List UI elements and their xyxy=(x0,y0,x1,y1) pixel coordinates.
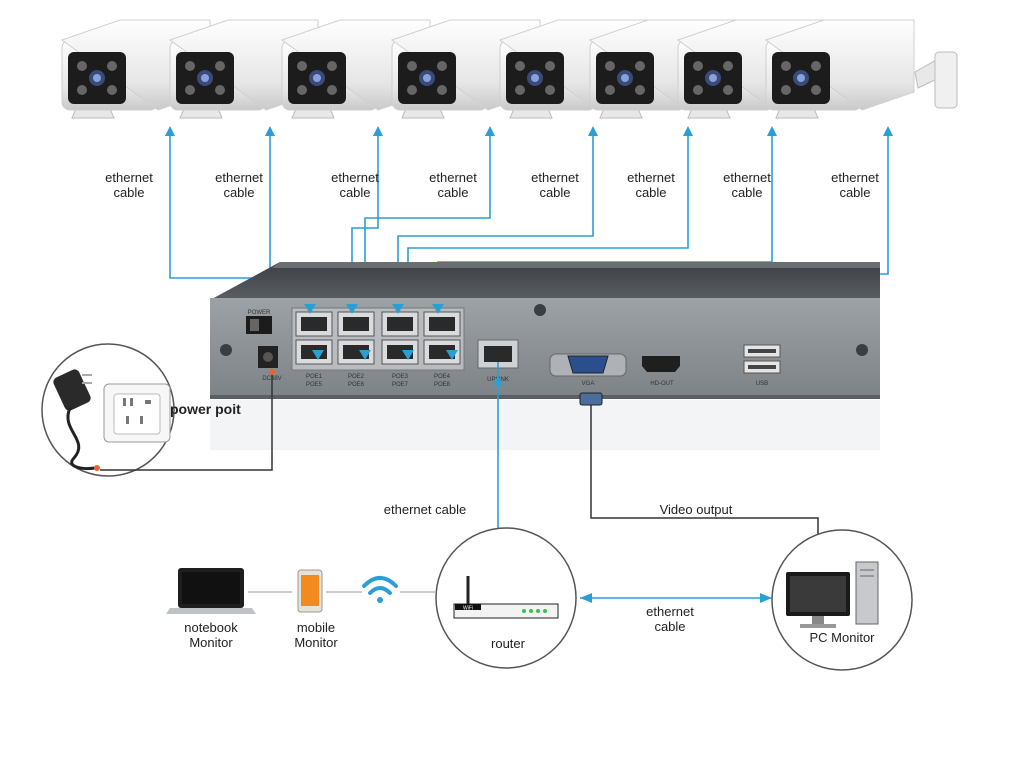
vga-label: VGA xyxy=(582,381,595,387)
wifi-badge: WiFi xyxy=(463,606,473,612)
camera-8-icon xyxy=(764,19,915,119)
pc-monitor-label: PC Monitor xyxy=(809,630,875,645)
camera-wall-mount xyxy=(914,51,958,109)
router-inset: WiFi xyxy=(435,527,577,669)
poe-label-1: POE1 xyxy=(306,374,323,380)
vga-port xyxy=(549,353,627,377)
poe-label-8: POE8 xyxy=(434,382,451,388)
poe-port-1 xyxy=(295,311,333,337)
ethernet-cable-uplink-label: ethernet cable xyxy=(383,502,467,517)
mobile-phone-icon xyxy=(297,569,323,613)
poe-port-4 xyxy=(423,311,461,337)
poe-label-4: POE4 xyxy=(434,374,451,380)
hdmi-port xyxy=(642,356,680,372)
camera-row xyxy=(60,19,915,119)
poe-ports xyxy=(295,311,461,365)
pc-monitor-icon xyxy=(786,561,879,628)
poe-label-6: POE6 xyxy=(348,382,365,388)
router-pc-cable-line2: cable xyxy=(654,619,686,634)
power-adapter-icon xyxy=(53,369,100,471)
poe-port-2 xyxy=(337,311,375,337)
poe-label-7: POE7 xyxy=(392,382,409,388)
mobile-label-line2: Monitor xyxy=(294,635,338,650)
power-switch-label: POWER xyxy=(248,310,271,316)
mobile-label: mobile Monitor xyxy=(276,620,356,650)
power-adapter-inset xyxy=(41,343,175,477)
port-markers xyxy=(304,304,458,360)
notebook-label-line2: Monitor xyxy=(189,635,233,650)
router-pc-cable-label: ethernet cable xyxy=(620,604,720,634)
wifi-icon xyxy=(362,576,398,603)
cable-arrowheads xyxy=(165,126,893,136)
video-output-label: Video output xyxy=(659,502,733,517)
usb-ports xyxy=(743,344,781,374)
power-label: power poit xyxy=(170,401,241,417)
notebook-icon xyxy=(166,568,256,614)
hdout-label: HD-OUT xyxy=(650,381,674,387)
power-cable xyxy=(100,372,273,471)
nvr-recorder: POWER DC48V UPLINK VGA HD-OUT USB POE1PO… xyxy=(210,262,880,450)
poe-port-3 xyxy=(381,311,419,337)
notebook-label: notebook Monitor xyxy=(166,620,256,650)
usb-label: USB xyxy=(756,381,768,387)
router-pc-cable-line1: ethernet xyxy=(646,604,694,619)
router-icon: WiFi xyxy=(453,576,559,619)
poe-label-3: POE3 xyxy=(392,374,409,380)
poe-label-5: POE5 xyxy=(306,382,323,388)
video-output-cable xyxy=(590,396,819,542)
camera-2-icon xyxy=(168,19,319,119)
router-label: router xyxy=(491,636,525,651)
poe-label-2: POE2 xyxy=(348,374,365,380)
notebook-label-line1: notebook xyxy=(184,620,238,635)
pc-inset xyxy=(771,529,913,671)
mobile-label-line1: mobile xyxy=(296,620,336,635)
